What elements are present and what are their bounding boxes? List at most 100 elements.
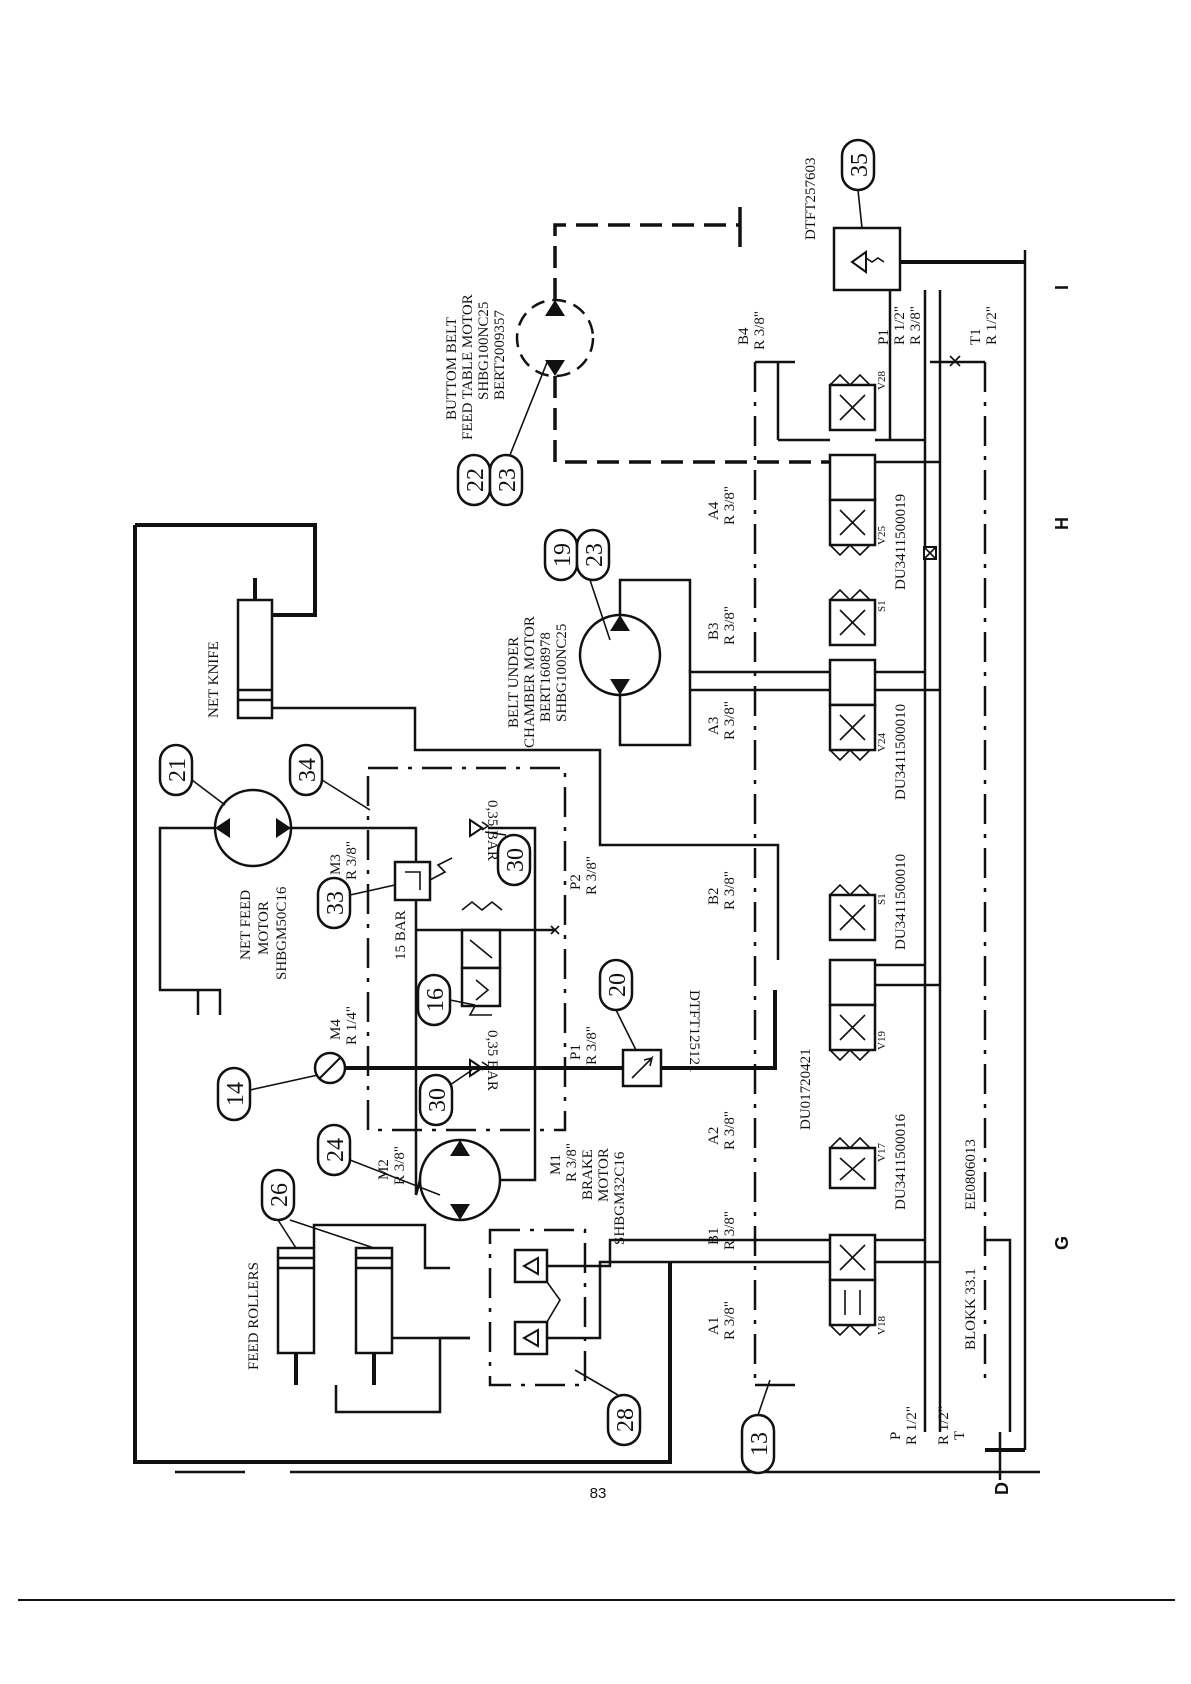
svg-text:R 3/8": R 3/8" [722,701,738,740]
v24-rail [875,670,940,692]
check-valve-28b [513,1320,549,1356]
valve-v24 [828,658,877,762]
valve-bank [828,373,877,1337]
block-name-label: BLOKK 33.1 [963,1268,979,1350]
callout-22: 22 [456,453,492,507]
callout-34: 34 [288,743,371,811]
v25-rail [875,438,940,464]
svg-text:R 1/2": R 1/2" [984,306,1000,345]
block-28-outline [488,1228,587,1387]
svg-text:DU3411500010: DU3411500010 [893,704,909,800]
svg-text:19: 19 [550,543,576,567]
feed-roller-cylinder-1 [276,1246,316,1385]
svg-text:R 1/2": R 1/2" [936,1406,952,1445]
buttom-belt-tank [553,198,742,300]
relief-valve-33 [393,857,453,902]
callout-24: 24 [316,1123,441,1196]
svg-text:R 3/8": R 3/8" [392,1146,408,1185]
svg-text:28: 28 [613,1408,639,1432]
svg-text:P1: P1 [568,1044,584,1060]
svg-text:CHAMBER MOTOR: CHAMBER MOTOR [522,616,538,748]
page-number: 83 [590,1485,607,1502]
svg-text:B4: B4 [736,327,752,345]
pressure-035-bottom-label: 0,35 BAR [484,1030,500,1091]
svg-text:BERT1608978: BERT1608978 [538,632,554,722]
svg-text:M4: M4 [328,1019,344,1040]
feed-roller-cylinder-2 [354,1246,394,1385]
net-feed-motor-label: NET FEED MOTOR SHBGM50C16 [238,886,290,980]
gauge-14 [313,1051,347,1085]
svg-text:BUTTOM BELT: BUTTOM BELT [444,317,460,420]
svg-text:A1: A1 [706,1317,722,1335]
frame-left [133,525,672,1464]
check-valve-28a [513,1248,549,1284]
valve-v28 [828,373,877,432]
svg-text:MOTOR: MOTOR [596,1148,612,1202]
port-g: G [1052,1236,1072,1250]
svg-text:33: 33 [323,891,349,915]
svg-text:R 1/4": R 1/4" [344,1006,360,1045]
svg-text:B2: B2 [706,887,722,905]
p1-main-line [345,990,777,1070]
callout-13: 13 [740,1379,776,1475]
v18-b-line [547,1238,830,1268]
svg-text:R 3/8": R 3/8" [564,1143,580,1182]
svg-text:T1: T1 [968,328,984,345]
port-h: H [1052,517,1072,530]
svg-text:SHBGM50C16: SHBGM50C16 [274,886,290,980]
bottom-belt-label: BUTTOM BELT FEED TABLE MOTOR SHBG100NC25… [444,294,508,440]
svg-text:R 3/8": R 3/8" [584,856,600,895]
check-valve-upper [469,818,537,1130]
svg-text:24: 24 [323,1138,349,1162]
svg-text:M1: M1 [548,1154,564,1175]
belt-chamber-loop [618,670,692,747]
svg-text:P: P [888,1432,904,1440]
svg-text:20: 20 [605,973,631,997]
svg-text:FEED TABLE MOTOR: FEED TABLE MOTOR [460,294,476,440]
svg-text:R 3/8": R 3/8" [752,311,768,350]
svg-text:BERT2009357: BERT2009357 [492,310,508,400]
v18-a-line [547,1260,830,1340]
svg-text:A2: A2 [706,1127,722,1145]
svg-text:B3: B3 [706,622,722,640]
svg-text:R 1/2": R 1/2" [892,306,908,345]
v18-rail [875,1238,940,1264]
callout-20: 20 [598,958,637,1051]
svg-text:34: 34 [295,758,321,782]
svg-text:R 3/8": R 3/8" [344,841,360,880]
valve-s1b [828,588,877,647]
svg-text:R 3/8": R 3/8" [722,1301,738,1340]
svg-text:DU3411500016: DU3411500016 [893,1113,909,1210]
svg-text:SHBGM32C16: SHBGM32C16 [612,1151,628,1245]
svg-text:V19: V19 [876,1031,888,1050]
valve-s1 [828,883,877,942]
schematic-body: 13 14 16 19 20 21 22 [133,138,1072,1495]
svg-text:R 3/8": R 3/8" [722,1211,738,1250]
belt-under-chamber-motor [578,613,662,697]
v19-rail [875,963,940,987]
brake-motor [418,1138,502,1222]
callout-16: 16 [416,973,476,1027]
valve-codes: DU3411500016 DU3411500010 DU3411500010 D… [893,494,909,1210]
svg-text:26: 26 [267,1183,293,1207]
svg-text:R 3/8": R 3/8" [722,1111,738,1150]
port-i: I [1052,285,1072,290]
svg-text:BRAKE: BRAKE [580,1149,596,1200]
valve-v19 [828,958,877,1062]
svg-text:30: 30 [425,1088,451,1112]
svg-text:DU3411500019: DU3411500019 [893,494,909,590]
svg-text:13: 13 [747,1432,773,1456]
svg-text:R 3/8": R 3/8" [584,1026,600,1065]
port-d: D [992,1482,1012,1495]
svg-text:V28: V28 [876,371,888,390]
net-feed-drain [158,826,222,1015]
net-feed-motor [213,788,293,868]
svg-text:14: 14 [223,1082,249,1106]
p2-plug [550,925,560,935]
svg-text:V18: V18 [876,1316,888,1335]
pressure-035-top-label: 0,35 BAR [484,800,500,861]
block-34-outline [366,766,567,1132]
brake-return [500,1130,537,1182]
svg-text:M3: M3 [328,854,344,875]
